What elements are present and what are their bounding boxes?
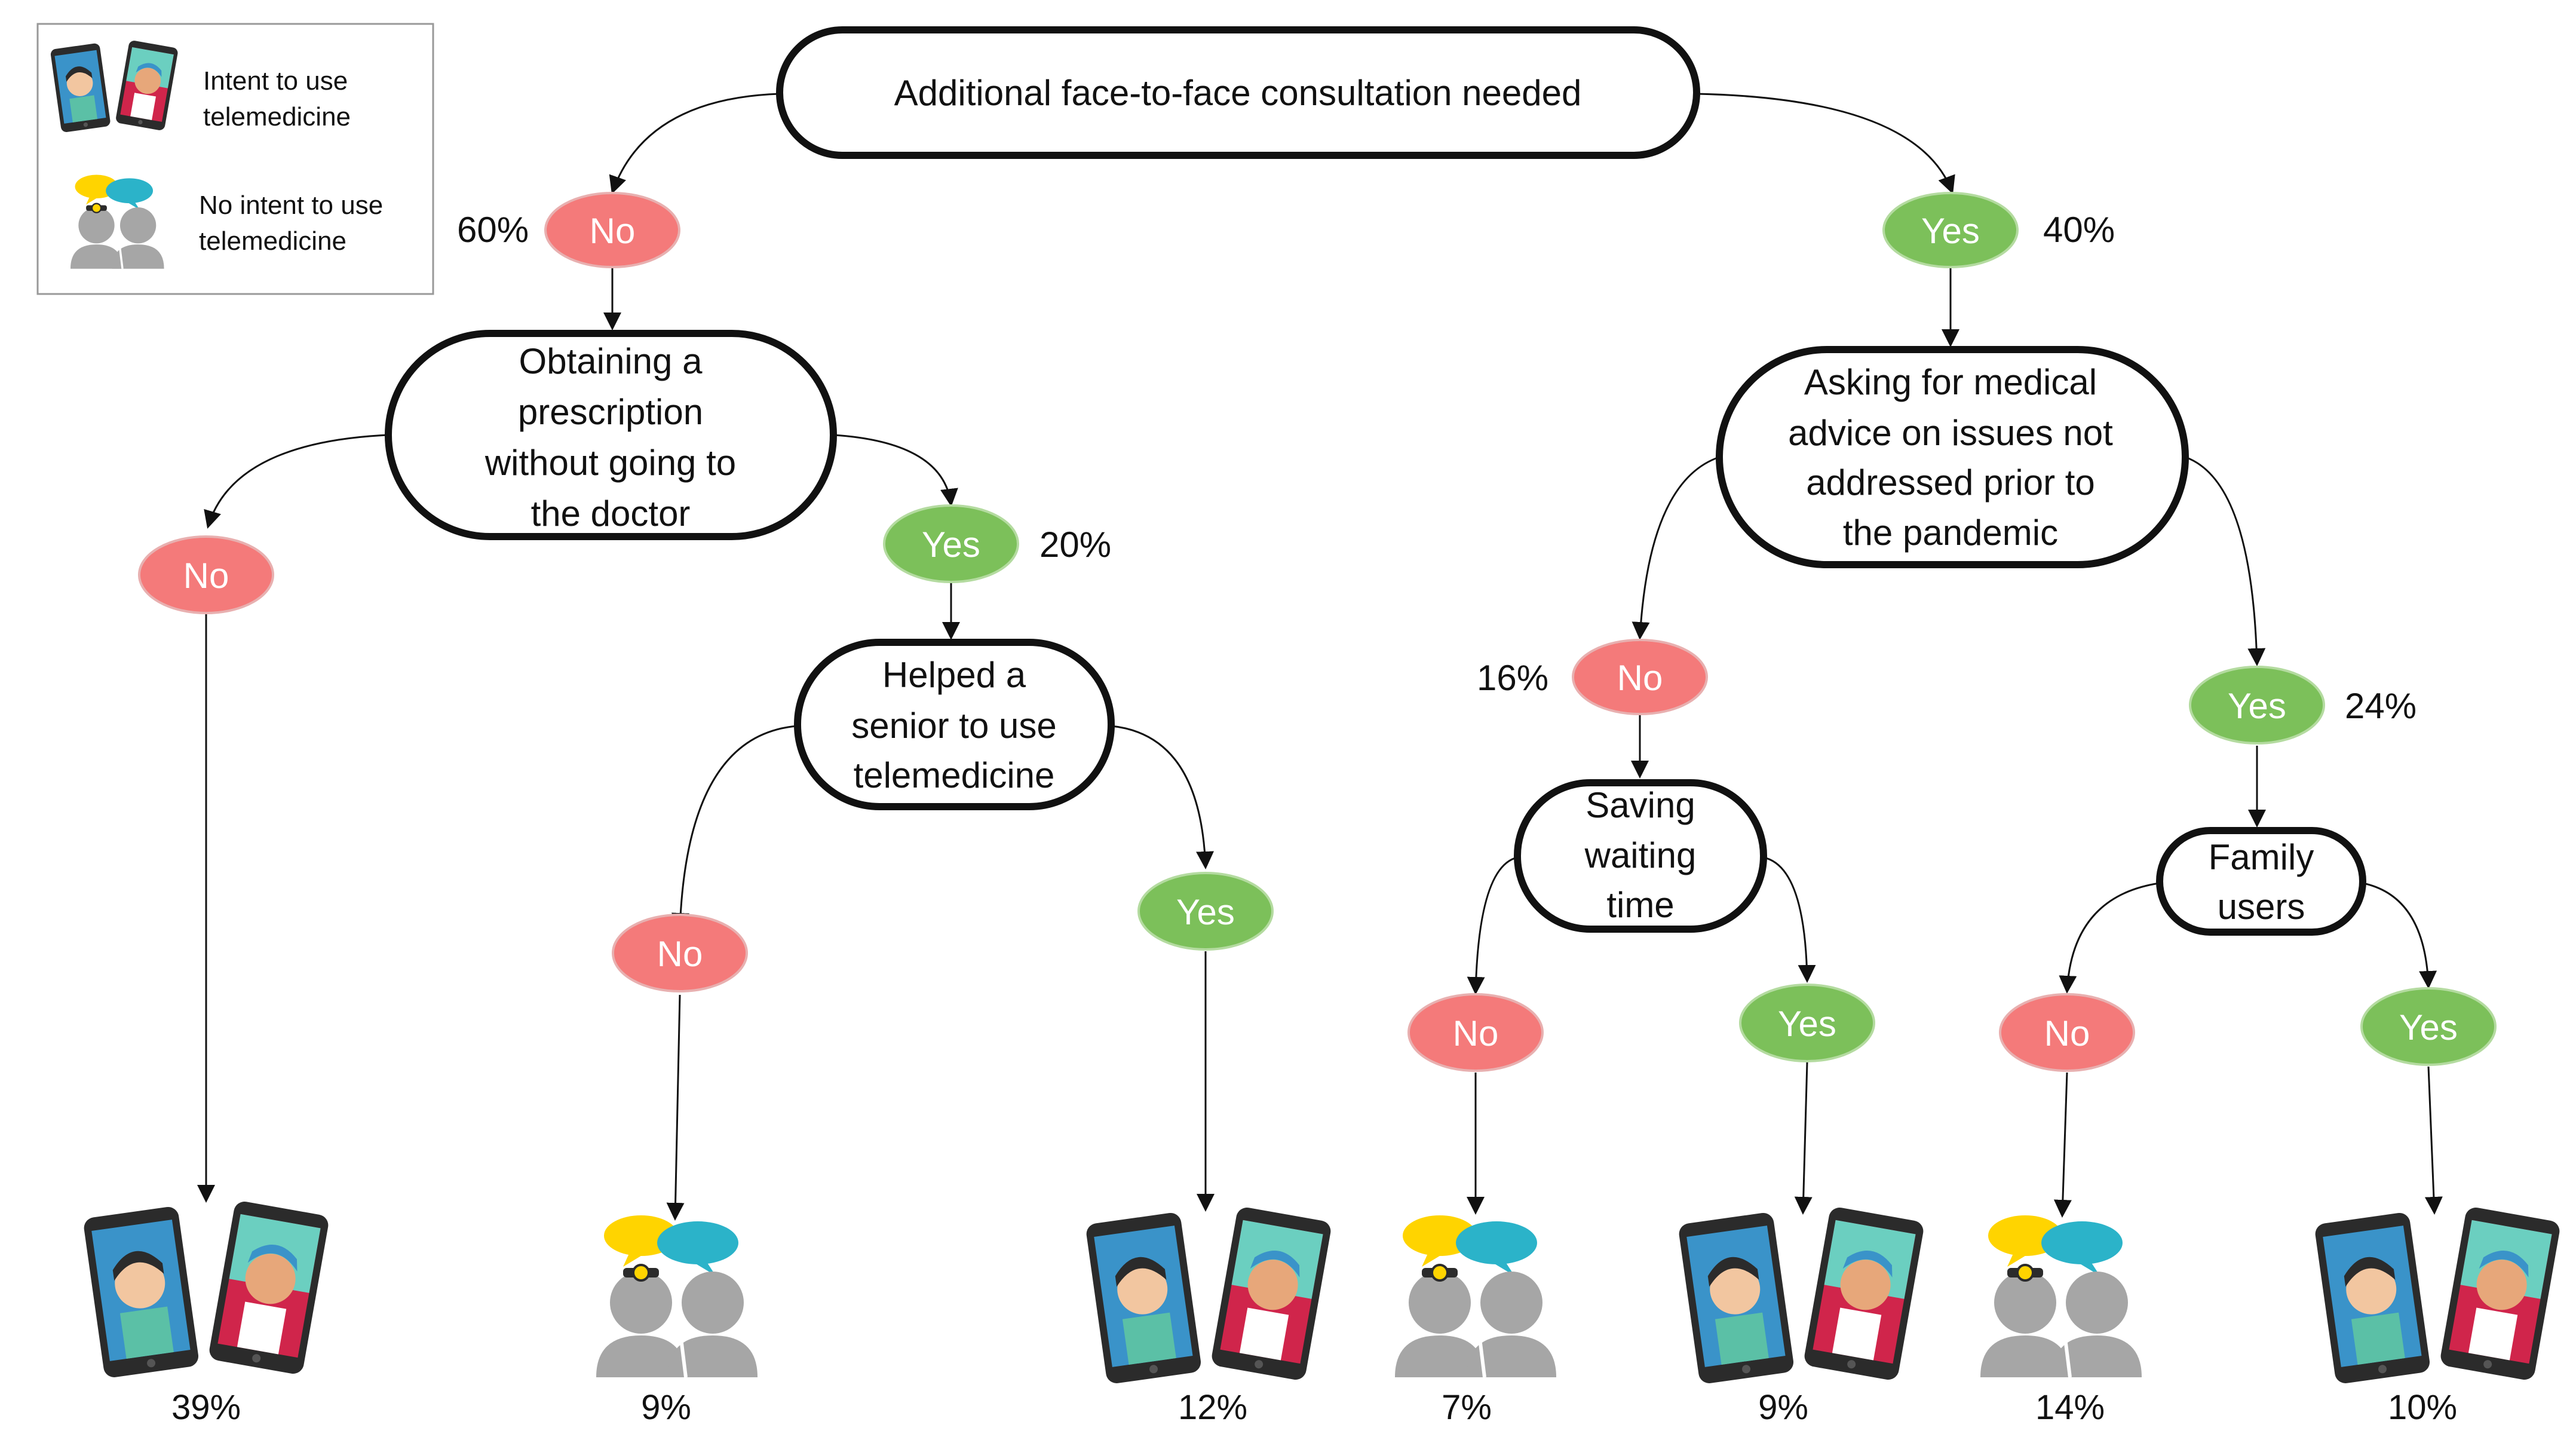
leaf-7-value: 10% xyxy=(2388,1388,2457,1427)
svg-text:Yes: Yes xyxy=(1176,892,1235,932)
svg-text:No: No xyxy=(590,211,636,251)
connectors xyxy=(197,93,2443,1221)
phones-icon xyxy=(1085,1206,1333,1385)
pct-prescription-yes: 20% xyxy=(1039,525,1111,565)
node-waiting: Saving waiting time xyxy=(1514,779,1767,933)
node-root: Additional face-to-face consultation nee… xyxy=(776,26,1700,159)
leaf-4: 7% xyxy=(1395,1215,1556,1427)
node-waiting-line-1: Saving xyxy=(1586,785,1695,825)
node-prescription-line-2: prescription xyxy=(518,392,703,432)
leaf-6-value: 14% xyxy=(2035,1388,2105,1427)
node-advice-line-3: addressed prior to xyxy=(1806,462,2095,503)
pct-root-no: 60% xyxy=(457,210,529,250)
pill-root-yes: Yes xyxy=(1882,192,2019,268)
pill-family-no: No xyxy=(1999,993,2135,1072)
node-advice-line-2: advice on issues not xyxy=(1788,413,2113,453)
phones-icon xyxy=(2314,1206,2562,1385)
leaf-2-value: 9% xyxy=(641,1388,691,1427)
leaf-4-value: 7% xyxy=(1442,1388,1492,1427)
svg-text:No: No xyxy=(183,556,229,596)
people-icon xyxy=(1980,1215,2142,1377)
people-icon xyxy=(1395,1215,1556,1377)
pct-advice-no: 16% xyxy=(1477,658,1548,698)
pct-advice-yes: 24% xyxy=(2345,686,2416,726)
svg-text:Yes: Yes xyxy=(2399,1007,2458,1047)
node-senior-line-2: senior to use xyxy=(851,706,1057,746)
leaf-3: 12% xyxy=(1085,1206,1333,1427)
node-root-line-1: Additional face-to-face consultation nee… xyxy=(894,73,1582,113)
node-family-line-2: users xyxy=(2218,887,2305,927)
svg-text:No: No xyxy=(1617,658,1663,698)
node-prescription-line-1: Obtaining a xyxy=(519,341,703,381)
node-senior-line-3: telemedicine xyxy=(854,755,1055,795)
pct-root-yes: 40% xyxy=(2043,210,2115,250)
node-advice-line-1: Asking for medical xyxy=(1804,362,2097,402)
svg-text:No: No xyxy=(657,934,703,974)
phones-icon xyxy=(1678,1206,1925,1385)
node-advice-line-4: the pandemic xyxy=(1843,513,2058,553)
leaf-6: 14% xyxy=(1980,1215,2142,1427)
people-icon xyxy=(596,1215,758,1377)
svg-text:No: No xyxy=(2044,1013,2090,1053)
pill-waiting-yes: Yes xyxy=(1739,984,1875,1062)
node-family: Family users xyxy=(2156,827,2366,936)
leaf-2: 9% xyxy=(596,1215,758,1427)
node-prescription-line-4: the doctor xyxy=(531,494,691,534)
leaf-7: 10% xyxy=(2314,1206,2562,1427)
pill-prescription-no: No xyxy=(138,535,274,614)
pill-advice-no: No xyxy=(1572,639,1708,715)
pill-root-no: No xyxy=(544,192,680,268)
node-family-line-1: Family xyxy=(2209,837,2314,877)
node-senior-line-1: Helped a xyxy=(882,655,1026,695)
node-waiting-line-2: waiting xyxy=(1584,835,1697,875)
pill-senior-yes: Yes xyxy=(1137,872,1274,951)
legend: Intent to use telemedicine No intent to … xyxy=(36,23,434,295)
svg-text:Yes: Yes xyxy=(922,525,980,565)
leaf-1: 39% xyxy=(82,1200,330,1427)
legend-no-intent-line-2: telemedicine xyxy=(199,226,346,256)
node-senior: Helped a senior to use telemedicine xyxy=(794,639,1115,810)
leaf-5: 9% xyxy=(1678,1206,1925,1427)
legend-no-intent-line-1: No intent to use xyxy=(199,191,383,220)
node-prescription: Obtaining a prescription without going t… xyxy=(385,330,837,540)
legend-intent-line-1: Intent to use xyxy=(203,66,348,96)
pill-family-yes: Yes xyxy=(2360,987,2497,1066)
svg-text:No: No xyxy=(1453,1013,1499,1053)
node-waiting-line-3: time xyxy=(1606,885,1674,925)
svg-text:Yes: Yes xyxy=(1921,211,1980,251)
pill-prescription-yes: Yes xyxy=(883,504,1019,583)
pill-advice-yes: Yes xyxy=(2189,666,2325,745)
svg-text:Yes: Yes xyxy=(1778,1004,1836,1044)
legend-intent-line-2: telemedicine xyxy=(203,102,351,131)
pill-senior-no: No xyxy=(612,914,748,992)
pill-waiting-no: No xyxy=(1407,993,1544,1072)
leaf-3-value: 12% xyxy=(1178,1388,1247,1427)
node-prescription-line-3: without going to xyxy=(484,443,736,483)
svg-text:Yes: Yes xyxy=(2228,686,2286,726)
leaf-5-value: 9% xyxy=(1758,1388,1808,1427)
node-advice: Asking for medical advice on issues not … xyxy=(1716,346,2189,568)
phones-icon xyxy=(82,1200,330,1379)
leaf-1-value: 39% xyxy=(171,1388,241,1427)
